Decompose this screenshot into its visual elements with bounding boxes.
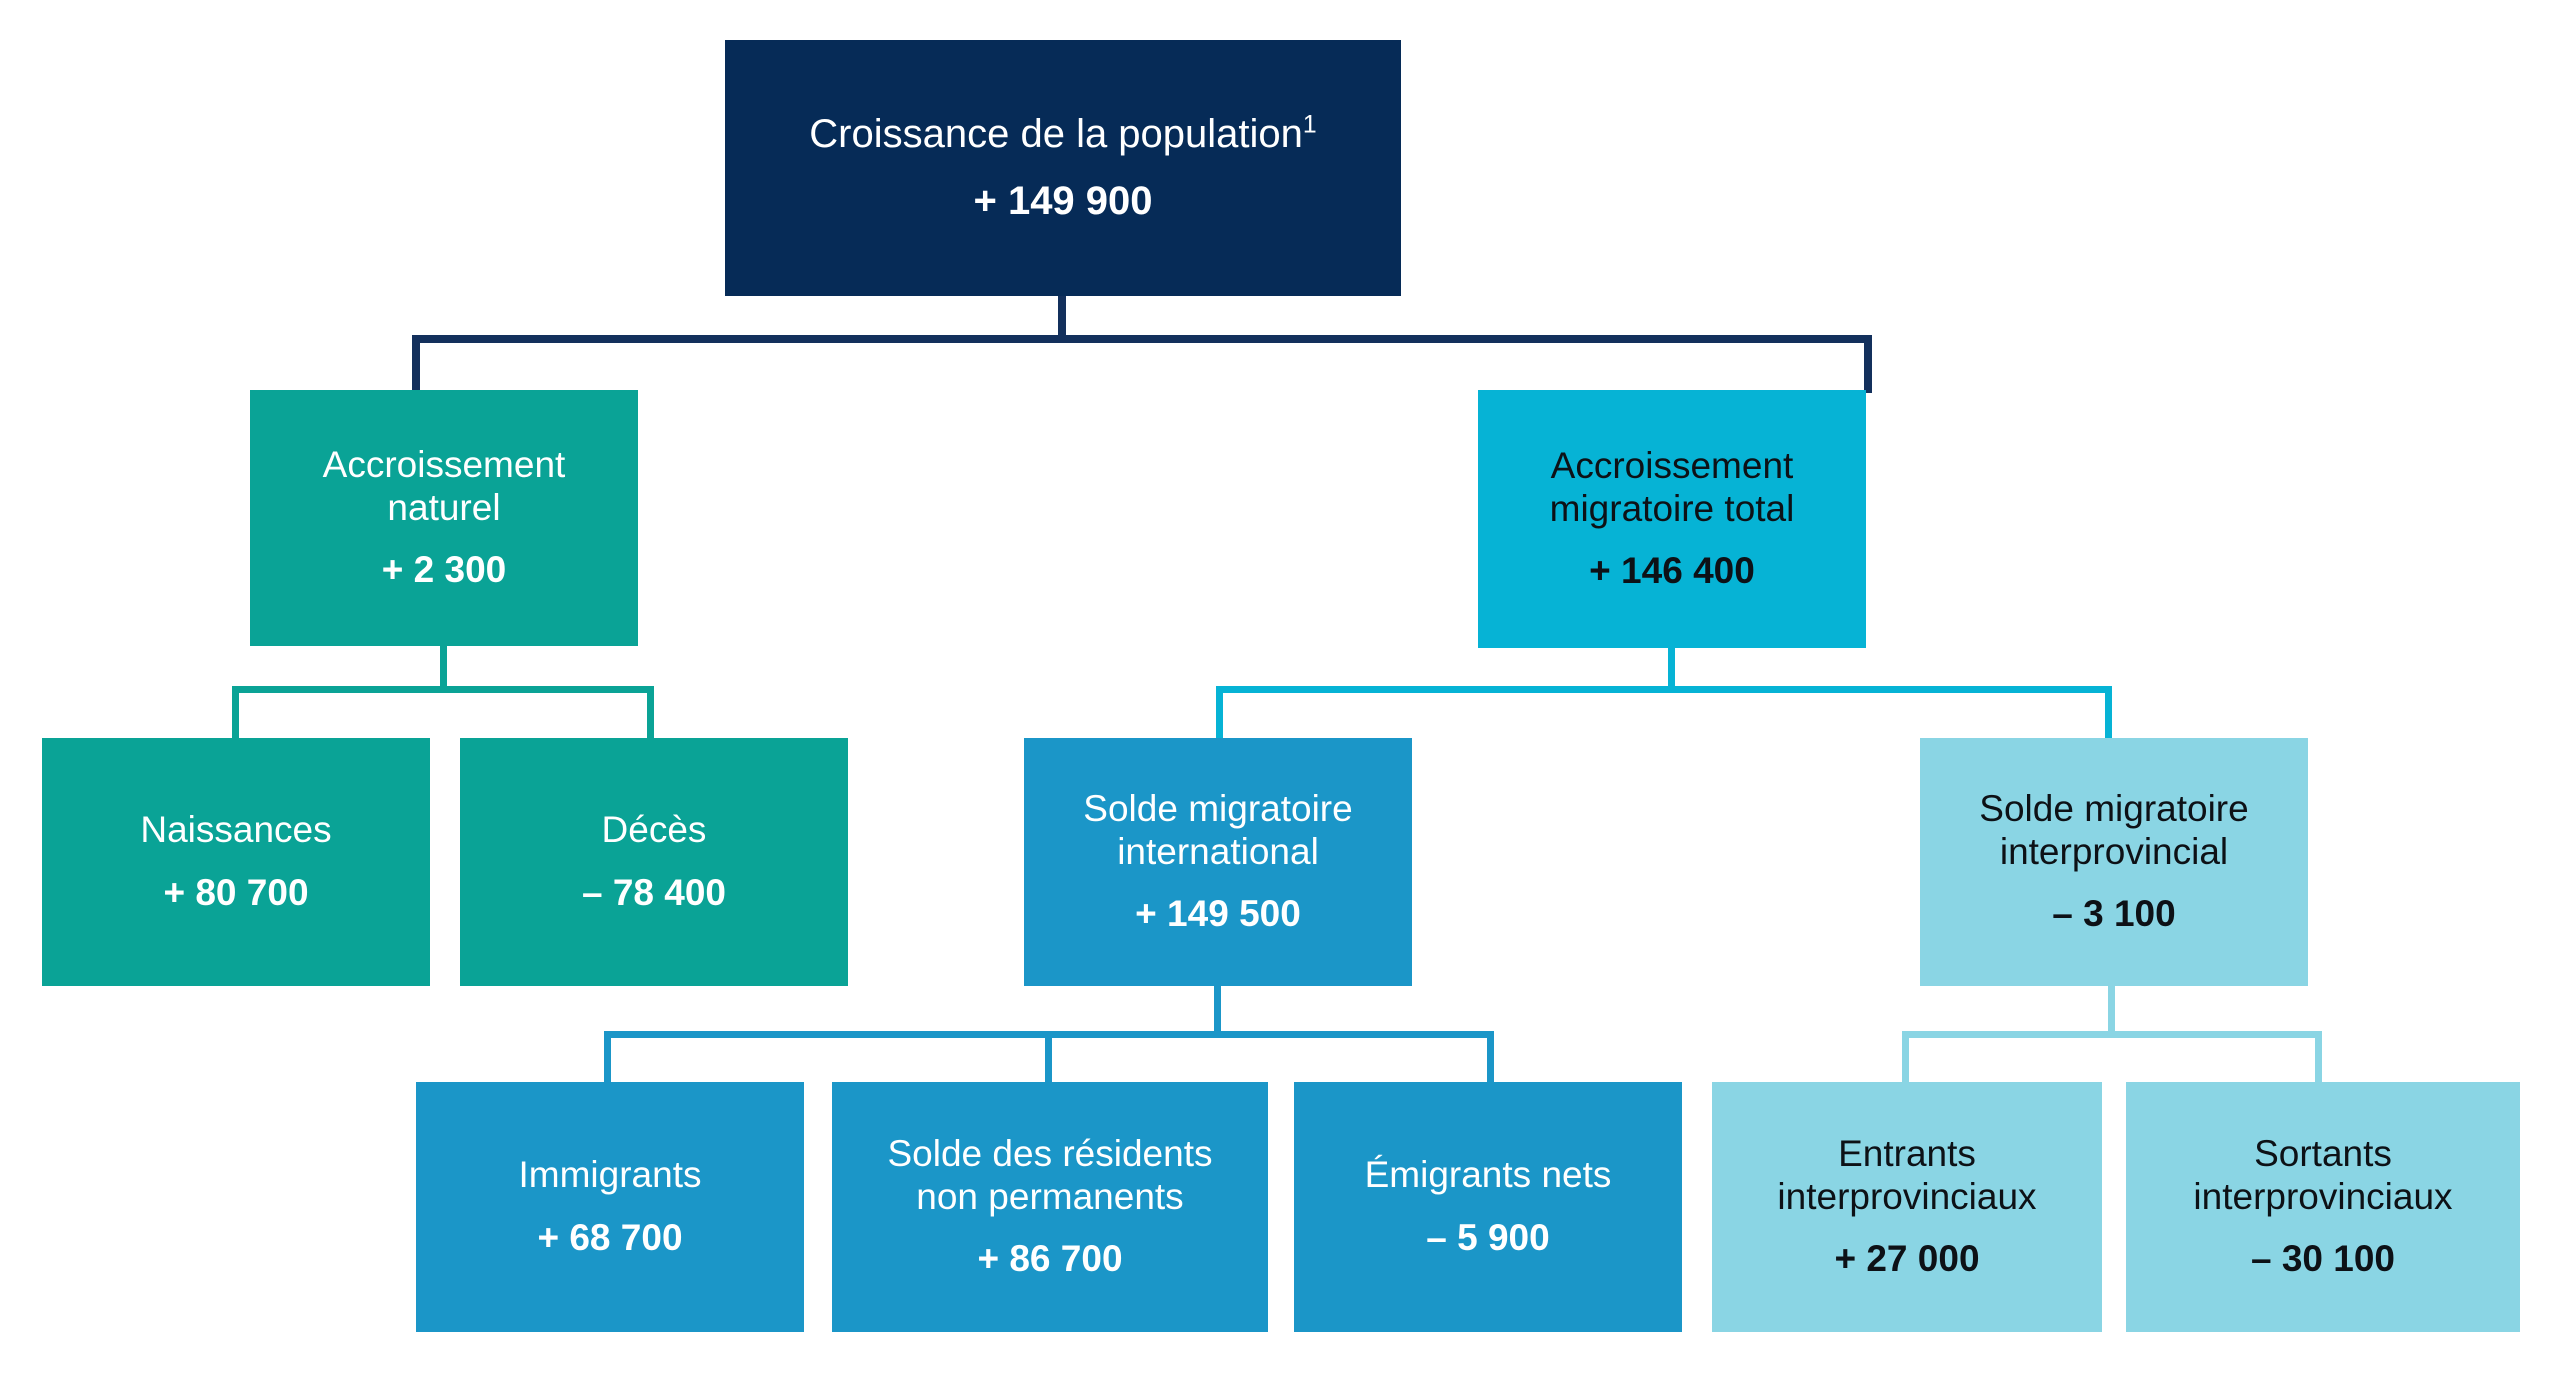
connector-interprovincial-to-out [2315,1031,2322,1083]
node-interprovincial-out-value: – 30 100 [2250,1238,2396,1280]
node-international-balance-value: + 149 500 [1135,893,1301,935]
connector-interprovincial-stem [2108,985,2115,1033]
node-interprovincial-out[interactable]: Sortants interprovinciaux – 30 100 [2126,1082,2520,1332]
node-deaths-label: Décès [601,809,707,851]
connector-migratory-stem [1668,648,1675,689]
node-deaths[interactable]: Décès – 78 400 [460,738,848,986]
node-interprovincial-balance-value: – 3 100 [2052,893,2176,935]
connector-root-bar [412,335,1872,343]
connector-international-to-immigrants [604,1031,611,1083]
node-natural-growth-label: Accroissement naturel [322,444,566,528]
node-net-emigrants-value: – 5 900 [1426,1216,1550,1258]
node-net-emigrants[interactable]: Émigrants nets – 5 900 [1294,1082,1682,1332]
node-interprovincial-in-label: Entrants interprovinciaux [1777,1133,2037,1217]
connector-root-to-migratory [1864,335,1872,393]
connector-root-to-natural [412,335,420,393]
node-deaths-value: – 78 400 [581,871,727,913]
node-interprovincial-in[interactable]: Entrants interprovinciaux + 27 000 [1712,1082,2102,1332]
node-non-permanent-residents-value: + 86 700 [977,1238,1123,1280]
node-interprovincial-balance[interactable]: Solde migratoire interprovincial – 3 100 [1920,738,2308,986]
connector-natural-to-births [232,686,239,740]
node-immigrants-value: + 68 700 [537,1216,683,1258]
connector-international-to-nonpermanent [1045,1031,1052,1083]
node-natural-growth-value: + 2 300 [381,549,507,591]
node-natural-growth[interactable]: Accroissement naturel + 2 300 [250,390,638,646]
node-international-balance-label: Solde migratoire international [1083,788,1353,872]
connector-natural-bar [232,686,654,693]
node-population-growth-label: Croissance de la population1 [809,111,1317,157]
node-migratory-growth[interactable]: Accroissement migratoire total + 146 400 [1478,390,1866,648]
node-births-value: + 80 700 [163,871,309,913]
node-non-permanent-residents[interactable]: Solde des résidents non permanents + 86 … [832,1082,1268,1332]
node-population-growth-footnote-marker: 1 [1302,111,1317,139]
node-net-emigrants-label: Émigrants nets [1364,1154,1612,1196]
node-interprovincial-out-label: Sortants interprovinciaux [2193,1133,2453,1217]
connector-natural-to-deaths [647,686,654,740]
connector-interprovincial-to-in [1902,1031,1909,1083]
node-interprovincial-balance-label: Solde migratoire interprovincial [1979,788,2249,872]
node-immigrants-label: Immigrants [518,1154,702,1196]
node-births[interactable]: Naissances + 80 700 [42,738,430,986]
node-population-growth[interactable]: Croissance de la population1 + 149 900 [725,40,1401,296]
connector-interprovincial-bar [1902,1031,2322,1038]
node-births-label: Naissances [140,809,332,851]
connector-migratory-to-international [1216,686,1223,738]
node-non-permanent-residents-label: Solde des résidents non permanents [887,1133,1213,1217]
connector-international-stem [1214,985,1221,1033]
connector-root-stem [1058,295,1066,343]
connector-migratory-to-interprovincial [2105,686,2112,738]
connector-migratory-bar [1216,686,2112,693]
connector-natural-stem [440,645,447,689]
connector-international-to-emigrants [1487,1031,1494,1083]
node-international-balance[interactable]: Solde migratoire international + 149 500 [1024,738,1412,986]
node-migratory-growth-value: + 146 400 [1589,550,1755,592]
node-population-growth-value: + 149 900 [973,179,1153,224]
node-immigrants[interactable]: Immigrants + 68 700 [416,1082,804,1332]
node-migratory-growth-label: Accroissement migratoire total [1549,445,1795,529]
node-interprovincial-in-value: + 27 000 [1834,1238,1980,1280]
